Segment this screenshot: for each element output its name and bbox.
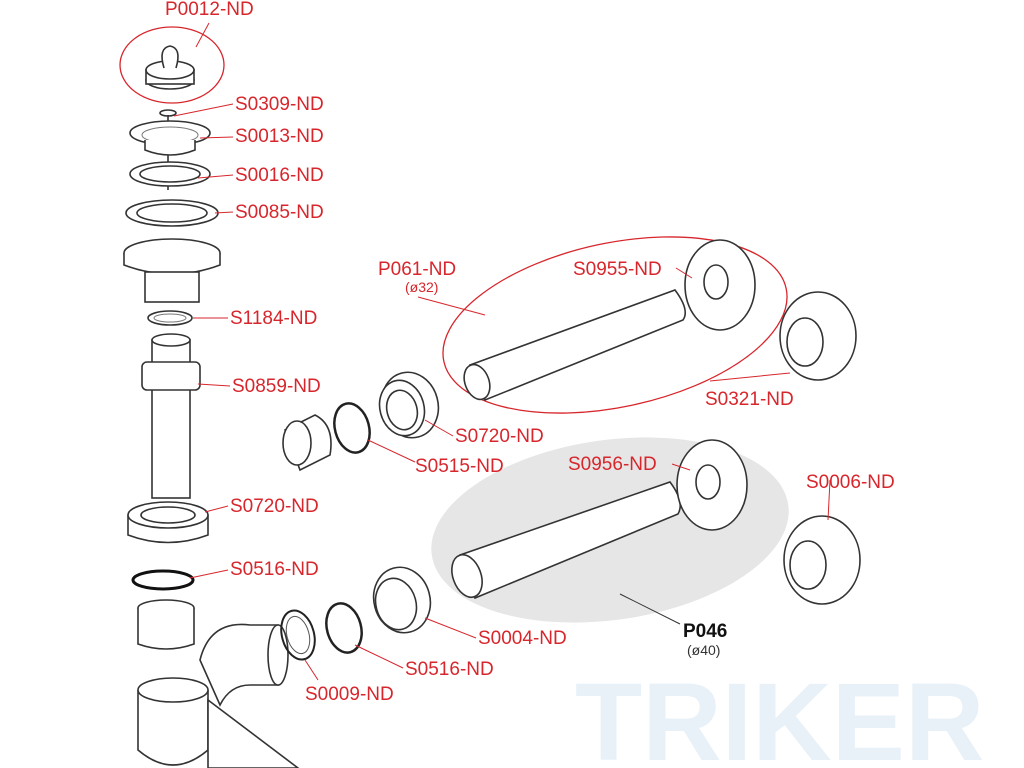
cover-s0006	[783, 515, 861, 605]
highlight-p061	[442, 236, 788, 414]
nut-s0004	[372, 566, 432, 634]
cover-s0321	[779, 291, 857, 381]
siphon-bottle	[137, 623, 300, 768]
label-p061: P061-ND	[378, 259, 456, 280]
label-s0016: S0016-ND	[235, 165, 324, 186]
washer-s0085	[125, 199, 219, 227]
label-s0516-left: S0516-ND	[230, 559, 319, 580]
highlight-p0012	[119, 26, 225, 104]
ring-s0516-mid	[325, 602, 363, 654]
label-s1184: S1184-ND	[230, 308, 317, 329]
label-s0085: S0085-ND	[235, 202, 324, 223]
label-s0013: S0013-ND	[235, 126, 324, 147]
label-s0004: S0004-ND	[478, 628, 567, 649]
ring-s0515	[333, 402, 371, 454]
ring-s1184	[147, 310, 193, 326]
label-s0321: S0321-ND	[705, 389, 794, 410]
adapter-s0515	[282, 414, 332, 472]
label-s0516-mid: S0516-ND	[405, 659, 494, 680]
pipe-p061	[463, 289, 686, 402]
nut-s0720-left	[127, 501, 209, 544]
tube-vertical	[141, 333, 201, 499]
ring-s0516-left	[131, 569, 195, 591]
label-s0309: S0309-ND	[235, 94, 324, 115]
label-s0956: S0956-ND	[568, 454, 657, 475]
rosette-s0955	[684, 239, 756, 331]
label-s0720-mid: S0720-ND	[455, 426, 544, 447]
outlet-body	[123, 238, 221, 303]
rosette-s0956	[676, 439, 748, 531]
washer-s0016	[129, 161, 211, 187]
label-p0012: P0012-ND	[165, 0, 254, 20]
label-s0720-left: S0720-ND	[230, 496, 319, 517]
ring-s0009	[280, 609, 316, 661]
label-p046: P046	[683, 621, 727, 642]
label-s0859: S0859-ND	[232, 376, 321, 397]
label-s0955: S0955-ND	[573, 259, 662, 280]
label-p046-diameter: (ø40)	[687, 642, 720, 658]
label-s0515: S0515-ND	[415, 456, 504, 477]
watermark: TRIKER	[575, 661, 984, 768]
nut-s0720-mid	[378, 371, 440, 439]
strainer-part	[129, 120, 211, 156]
plug-part	[145, 45, 195, 90]
reducer-part	[137, 599, 195, 650]
label-s0006: S0006-ND	[806, 472, 895, 493]
label-s0009: S0009-ND	[305, 684, 394, 705]
label-p061-diameter: (ø32)	[405, 279, 438, 295]
